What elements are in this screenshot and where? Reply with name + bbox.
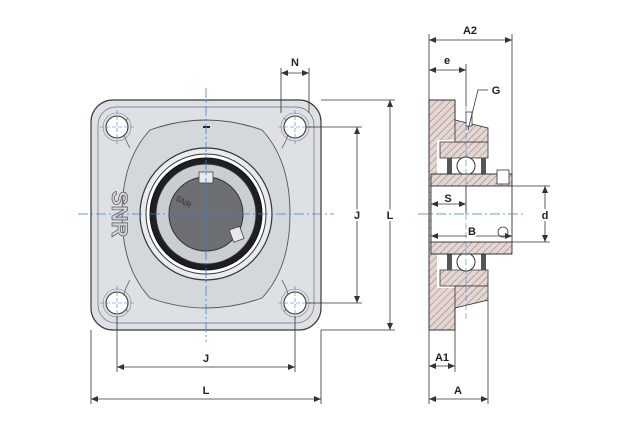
front-view-dimensions xyxy=(90,68,395,404)
label-N: N xyxy=(291,57,299,69)
label-J-vertical: J xyxy=(354,210,360,222)
seal-top-right xyxy=(481,158,486,174)
side-section-view xyxy=(418,99,526,331)
housing-shoulder-top xyxy=(454,119,489,143)
set-screw-side xyxy=(496,169,510,185)
label-J-horizontal: J xyxy=(203,353,209,365)
set-screw-lower xyxy=(228,225,245,243)
outer-ring-bottom xyxy=(439,269,489,287)
label-d: d xyxy=(542,210,549,222)
seal-bottom-left xyxy=(447,254,452,270)
grease-nipple xyxy=(465,111,473,127)
label-B: B xyxy=(468,226,476,238)
label-A: A xyxy=(454,385,462,397)
label-A2: A2 xyxy=(463,25,477,37)
label-e: e xyxy=(444,55,450,67)
label-L-vertical: L xyxy=(387,210,394,222)
leader-G xyxy=(467,89,488,131)
outer-ring-top xyxy=(439,141,489,159)
housing-shoulder-bottom xyxy=(454,285,489,309)
label-L-horizontal: L xyxy=(203,385,210,397)
label-A1: A1 xyxy=(435,352,449,364)
seal-bottom-right xyxy=(481,254,486,270)
label-G: G xyxy=(492,85,501,97)
inner-ring-bottom xyxy=(430,241,513,255)
front-view: SNR SNR xyxy=(78,88,334,342)
label-S: S xyxy=(444,193,451,205)
set-screw-hole xyxy=(497,226,509,238)
seal-top-left xyxy=(447,158,452,174)
side-view-dimensions xyxy=(428,34,550,404)
